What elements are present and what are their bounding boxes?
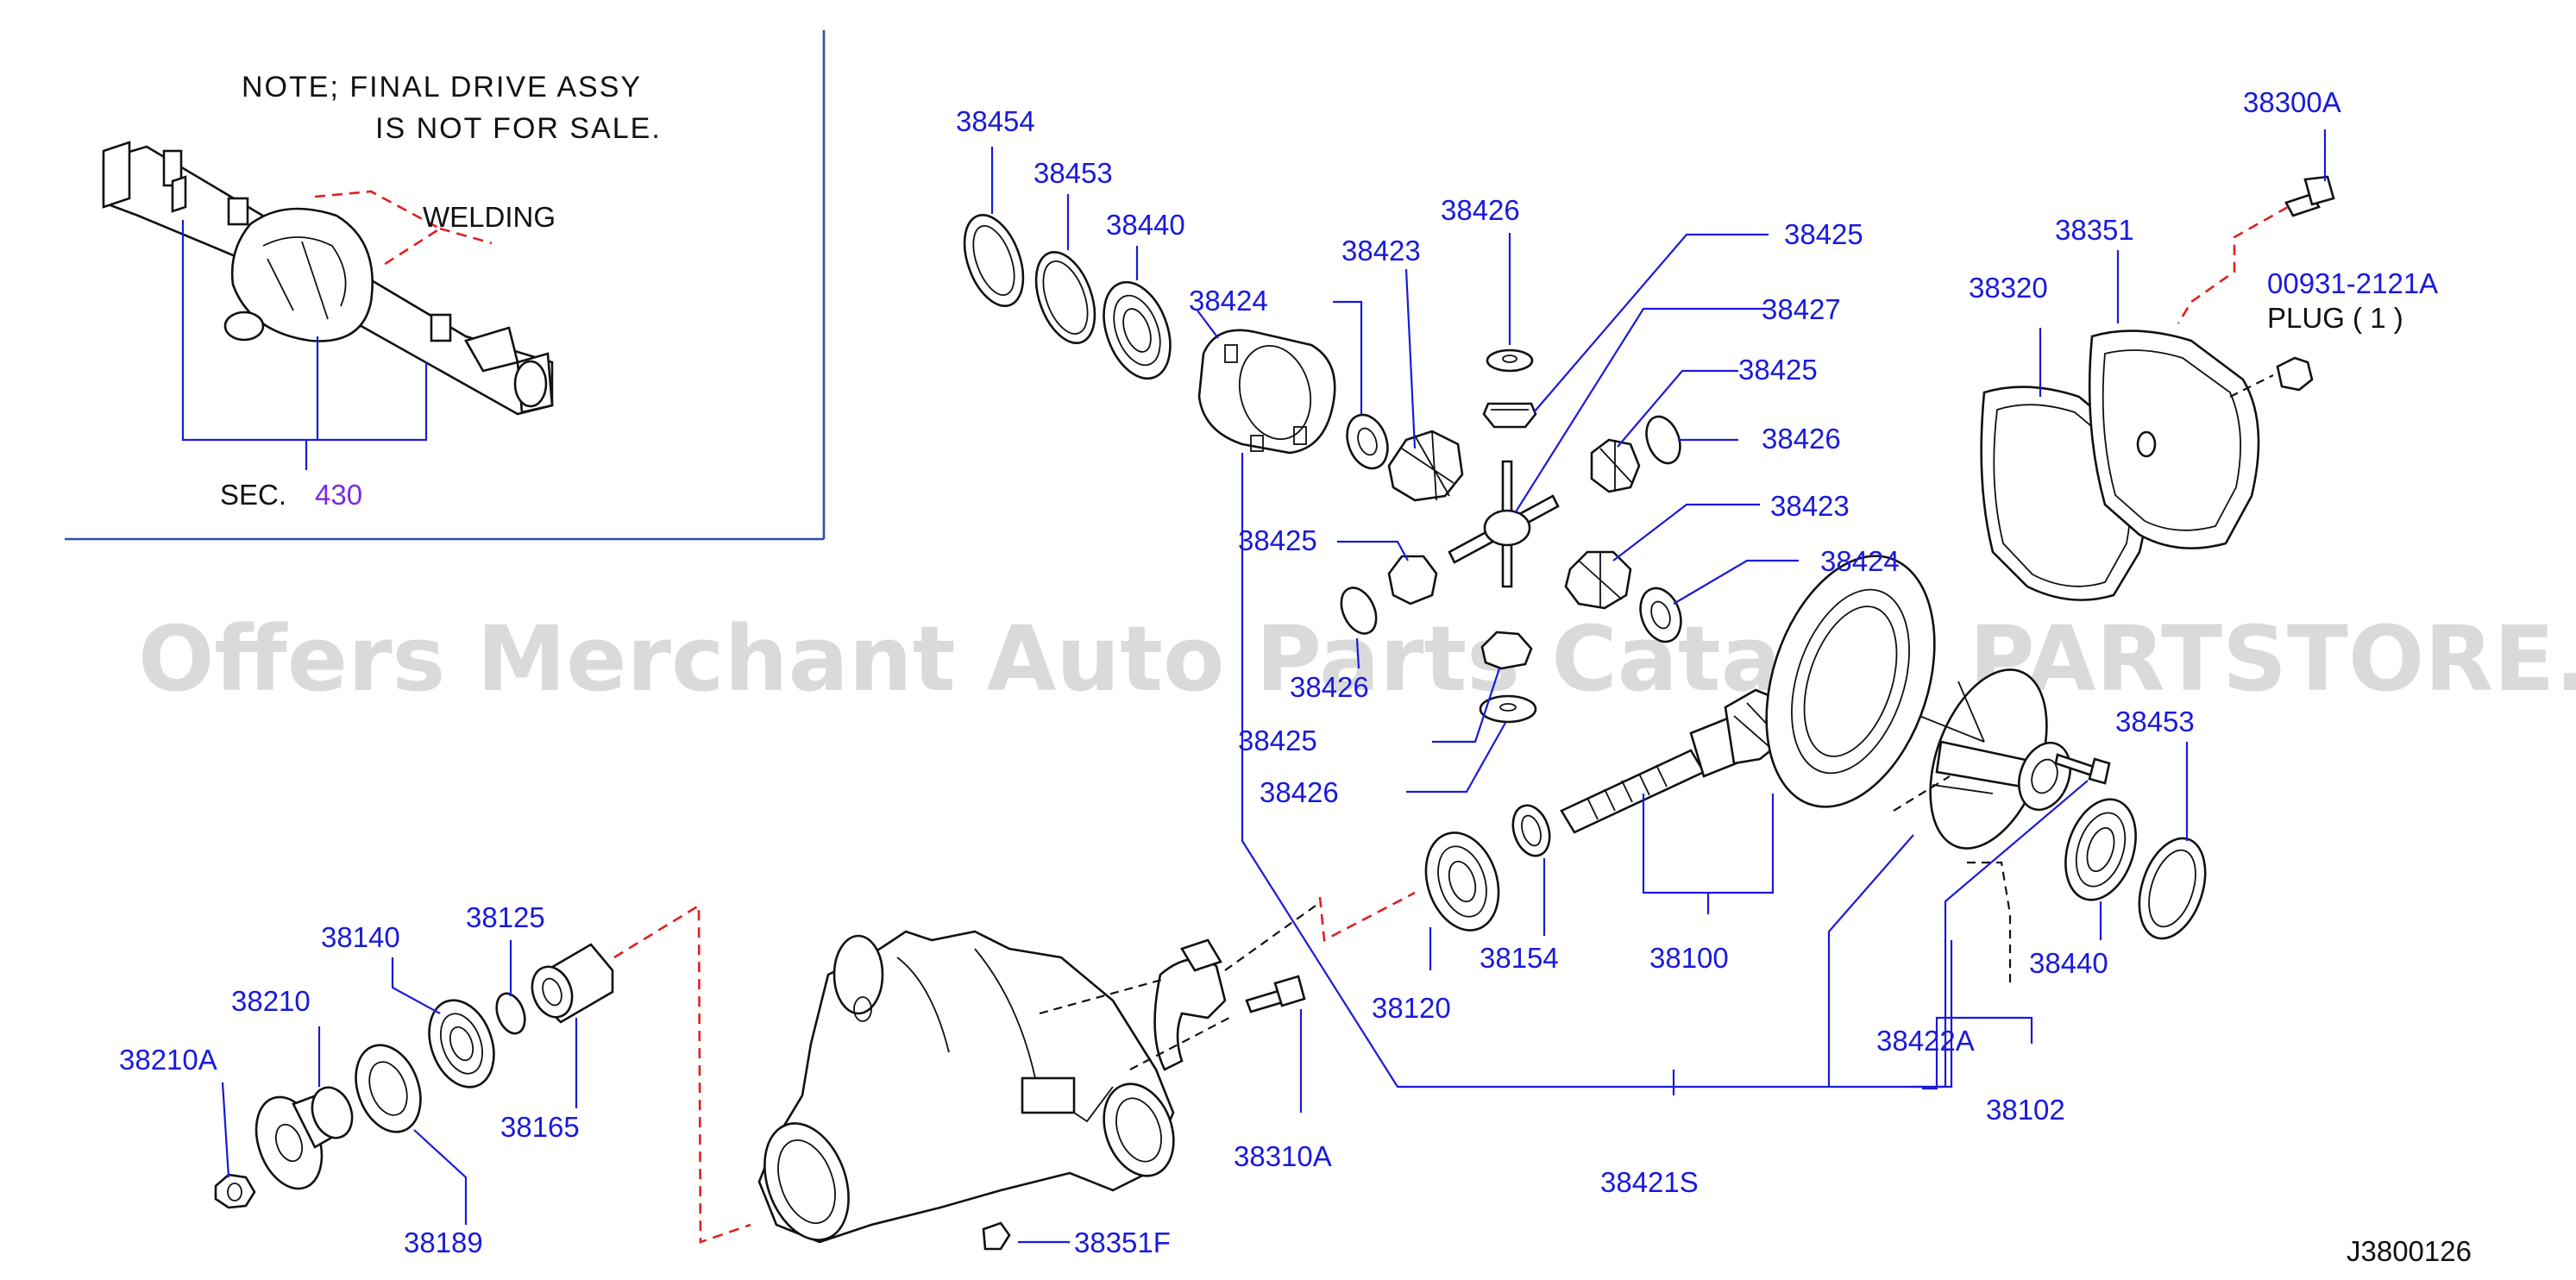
label-38300A[interactable]: 38300A <box>2243 86 2341 118</box>
label-38426[interactable]: 38426 <box>1441 194 1520 226</box>
section-430-link[interactable]: 430 <box>315 479 362 511</box>
label-38425[interactable]: 38425 <box>1784 218 1863 250</box>
label-38310A[interactable]: 38310A <box>1234 1140 1332 1172</box>
inset-frame <box>65 30 826 541</box>
label-38454[interactable]: 38454 <box>956 105 1035 137</box>
spacer-38165-drawing <box>531 943 614 1024</box>
bearing-38440-drawing <box>1103 280 1172 380</box>
label-38427[interactable]: 38427 <box>1762 293 1841 325</box>
bearing-38140-drawing <box>428 999 495 1089</box>
washer-38426-left-drawing <box>1340 587 1378 635</box>
side-gear-38423-drawing <box>1387 430 1464 502</box>
washer-38125-drawing <box>495 992 526 1035</box>
pinion-gear-38425-bottom-drawing <box>1480 631 1533 670</box>
label-38100[interactable]: 38100 <box>1649 942 1729 974</box>
label-38423[interactable]: 38423 <box>1341 235 1421 267</box>
label-38189[interactable]: 38189 <box>404 1227 483 1258</box>
label-38425-d[interactable]: 38425 <box>1238 725 1317 756</box>
label-38320[interactable]: 38320 <box>1969 272 2048 304</box>
section-prefix: SEC. <box>220 479 286 511</box>
label-38125[interactable]: 38125 <box>466 901 545 933</box>
label-38140[interactable]: 38140 <box>321 921 400 953</box>
label-38120[interactable]: 38120 <box>1372 992 1451 1024</box>
note-line-1: NOTE; FINAL DRIVE ASSY <box>242 71 642 104</box>
bearing-38120-drawing <box>1424 831 1500 932</box>
bolt-38422A-drawing <box>2054 753 2111 785</box>
washer-38426-right-drawing <box>1645 415 1681 465</box>
bolt-38300A-drawing <box>2284 175 2335 217</box>
label-38426-b[interactable]: 38426 <box>1762 423 1841 455</box>
spacer-38154-drawing <box>1511 804 1551 857</box>
flange-38210-drawing <box>254 1086 354 1190</box>
label-38154[interactable]: 38154 <box>1480 942 1559 974</box>
bearing-race-38454-drawing <box>963 214 1025 307</box>
welding-label: WELDING <box>423 201 556 233</box>
label-38440[interactable]: 38440 <box>1106 209 1185 241</box>
pinion-gear-38425-left-drawing <box>1387 555 1438 605</box>
differential-case-38422A-drawing <box>1919 668 2071 850</box>
sec-430-leader <box>181 220 428 470</box>
note-line-2: IS NOT FOR SALE. <box>375 112 662 145</box>
ring-gear-38100-drawing <box>1765 555 1936 808</box>
washer-38424-lower-drawing <box>1639 587 1682 643</box>
washer-38426-bottom-drawing <box>1479 694 1537 724</box>
label-38426-c[interactable]: 38426 <box>1290 671 1369 703</box>
label-38351F[interactable]: 38351F <box>1074 1227 1171 1258</box>
label-38421S[interactable]: 38421S <box>1600 1166 1699 1198</box>
bearing-38440-right-drawing <box>2064 798 2137 901</box>
plug-label: PLUG ( 1 ) <box>2267 302 2403 334</box>
label-38453[interactable]: 38453 <box>1034 157 1113 189</box>
label-38422A[interactable]: 38422A <box>1876 1025 1975 1057</box>
label-38351[interactable]: 38351 <box>2055 214 2134 246</box>
final-drive-housing-drawing <box>757 930 1175 1244</box>
label-38425-c[interactable]: 38425 <box>1238 524 1317 556</box>
nut-38210A-drawing <box>214 1173 256 1209</box>
bearing-race-38453-drawing <box>1034 251 1096 344</box>
label-00931-2121A[interactable]: 00931-2121A <box>2267 267 2438 299</box>
bearing-race-38453-right-drawing <box>2138 837 2207 940</box>
side-gear-38425-right-drawing <box>1590 438 1641 493</box>
bolt-38310A-drawing <box>1245 975 1306 1013</box>
label-38102[interactable]: 38102 <box>1986 1094 2065 1126</box>
side-gear-38423-lower-drawing <box>1564 550 1632 610</box>
plug-38351F-drawing <box>982 1221 1011 1251</box>
rear-cover-38351-drawing <box>2088 329 2260 549</box>
pinion-shaft-38427-drawing <box>1448 460 1560 588</box>
welding-dashed-line <box>314 190 443 269</box>
label-38423-b[interactable]: 38423 <box>1770 490 1850 522</box>
diagram-id: J3800126 <box>2347 1235 2472 1267</box>
label-38425-b[interactable]: 38425 <box>1738 354 1818 386</box>
thrust-washer-38426-top-drawing <box>1486 348 1534 373</box>
label-38426-d[interactable]: 38426 <box>1260 776 1339 808</box>
label-38424-b[interactable]: 38424 <box>1820 545 1900 577</box>
rear-axle-assembly-drawing <box>102 141 554 416</box>
thrust-washer-38423-drawing <box>1346 413 1389 470</box>
final-drive-note: NOTE; FINAL DRIVE ASSY IS NOT FOR SALE. <box>242 71 662 145</box>
part-labels: 38454 38453 38440 38424 38423 38426 3842… <box>119 86 2438 1258</box>
seal-38189-drawing <box>355 1044 422 1133</box>
label-38453-b[interactable]: 38453 <box>2115 706 2195 737</box>
plug-00931-2121A-drawing <box>2276 356 2314 392</box>
label-38424[interactable]: 38424 <box>1189 285 1268 317</box>
label-38210A[interactable]: 38210A <box>119 1044 217 1076</box>
label-38210[interactable]: 38210 <box>231 985 311 1017</box>
label-38165[interactable]: 38165 <box>500 1111 580 1143</box>
bearing-cap-drawing <box>1153 938 1227 1071</box>
pinion-gear-38425-top-drawing <box>1482 402 1537 429</box>
label-38440-b[interactable]: 38440 <box>2029 947 2108 979</box>
differential-case-38424-drawing <box>1197 329 1336 455</box>
leader-lines <box>221 129 2327 1244</box>
